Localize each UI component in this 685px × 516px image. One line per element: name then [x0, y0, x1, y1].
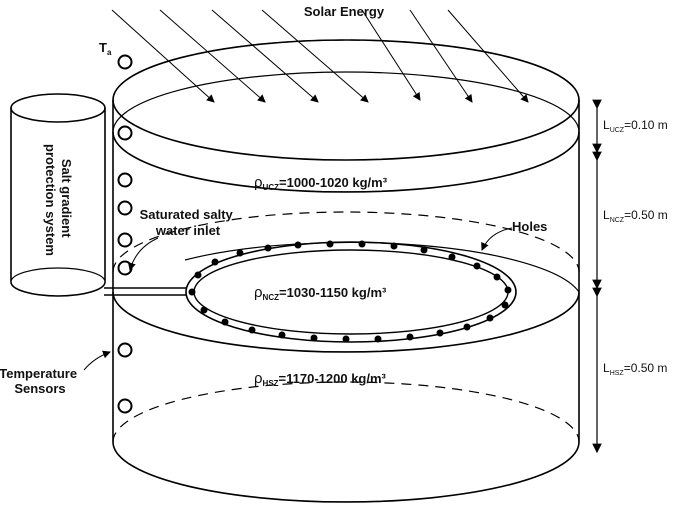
hole-dot	[236, 249, 244, 257]
temperature-sensors	[117, 54, 133, 414]
hole-dot	[486, 314, 494, 322]
hole-dot	[310, 334, 318, 342]
hole-dot	[473, 262, 481, 270]
density-ncz-label: ρNCZ=1030-1150 kg/m³	[254, 284, 387, 302]
protection-cylinder-top	[10, 93, 106, 123]
hole-dot	[248, 326, 256, 334]
protection-system-label: Salt gradient protection system	[43, 144, 74, 256]
perforated-ring-pipe	[185, 240, 517, 343]
hole-dot	[358, 240, 366, 248]
sensor	[117, 260, 133, 276]
dim-ncz-label: LNCZ=0.50 m	[603, 208, 668, 224]
protection-cylinder	[10, 93, 106, 297]
hole-dot	[436, 329, 444, 337]
ucz-ncz-interface	[112, 131, 580, 193]
solar-ray	[111, 9, 215, 103]
ring-pipe-outer	[185, 241, 517, 343]
pond-bottom-back-dashed	[112, 381, 580, 443]
holes-label: Holes	[512, 219, 547, 234]
ambient-temperature-label: Ta	[99, 40, 112, 57]
hole-dot	[493, 273, 501, 281]
sensor	[117, 172, 133, 188]
sensor	[117, 125, 133, 141]
hole-dot	[211, 258, 219, 266]
pond-top-rim	[112, 39, 580, 161]
solar-ray	[447, 9, 529, 103]
hole-dot	[194, 271, 202, 279]
ncz-hsz-interface-back	[184, 241, 580, 293]
dim-hsz-label: LHSZ=0.50 m	[603, 361, 667, 377]
density-hsz-label: ρHSZ=1170-1200 kg/m³	[254, 370, 387, 388]
solar-ray	[409, 9, 473, 103]
hole-dot	[188, 288, 196, 296]
pond-bottom-front	[112, 441, 580, 503]
pond-cylinder	[112, 39, 580, 503]
hole-dot	[374, 335, 382, 343]
hole-dot	[200, 306, 208, 314]
hole-dot	[342, 335, 350, 343]
ucz-ncz-interface-back	[112, 71, 580, 133]
ring-holes	[188, 240, 512, 343]
inlet-pipe	[104, 287, 187, 296]
hole-dot	[406, 333, 414, 341]
diagram-title: Solar Energy	[304, 4, 385, 19]
hole-dot	[294, 241, 302, 249]
sensor	[117, 398, 133, 414]
pond-top-rim-back-dashed	[112, 39, 580, 101]
sensors-arrow	[83, 350, 111, 371]
solar-ray	[261, 9, 369, 103]
hole-dot	[504, 286, 512, 294]
hole-dot	[264, 244, 272, 252]
hole-dot	[221, 318, 229, 326]
dim-ucz-label: LUCZ=0.10 m	[603, 118, 668, 134]
solar-ray	[361, 9, 421, 101]
hole-dot	[463, 323, 471, 331]
sensor	[117, 342, 133, 358]
hole-dot	[326, 240, 334, 248]
ncz-mid-dashed	[112, 211, 580, 273]
inlet-label: Saturated salty water inlet	[140, 207, 237, 238]
sensor	[117, 232, 133, 248]
sensors-label: Temperature Sensors	[0, 366, 81, 396]
hole-dot	[501, 301, 509, 309]
sensor-ambient	[117, 54, 133, 70]
ncz-hsz-interface	[112, 291, 580, 353]
hole-dot	[390, 242, 398, 250]
hole-dot	[448, 253, 456, 261]
hole-dot	[278, 331, 286, 339]
solar-ray	[159, 9, 266, 103]
solar-rays	[111, 9, 529, 103]
density-ucz-label: ρUCZ=1000-1020 kg/m³	[254, 174, 388, 192]
hole-dot	[420, 246, 428, 254]
solar-ray	[211, 9, 319, 103]
sensor	[117, 200, 133, 216]
inlet-arrow	[127, 237, 159, 271]
holes-arrow	[481, 227, 513, 251]
